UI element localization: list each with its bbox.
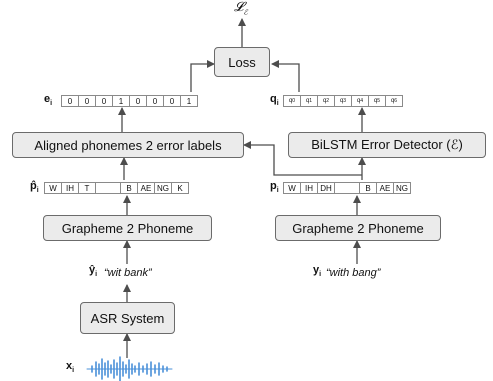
asr-hypothesis-text: “wit bank” (104, 267, 152, 279)
phat-label-sub: i (36, 187, 39, 195)
aligned-phonemes-box: Aligned phonemes 2 error labels (12, 132, 244, 158)
e-label-sub: i (50, 100, 53, 108)
phat-label-main: p̂ (30, 180, 37, 192)
loss-box-label: Loss (228, 54, 256, 70)
asr-box: ASR System (80, 302, 175, 334)
p-label: pi (270, 180, 279, 194)
e-cell: 1 (180, 95, 198, 107)
x-label: xi (66, 360, 74, 374)
phat-label: p̂i (30, 180, 39, 194)
p-label-main: p (270, 180, 277, 192)
q-label-sub: i (276, 100, 279, 108)
arrow-q-to-loss (271, 60, 300, 92)
p-cell: AE (376, 182, 394, 194)
g2p-left-label: Grapheme 2 Phoneme (61, 220, 194, 236)
e-cell: 0 (129, 95, 147, 107)
reference-text: “with bang” (326, 267, 381, 279)
loss-symbol: 𝓛ℰ (234, 0, 248, 17)
x-label-sub: i (72, 367, 75, 375)
p-label-sub: i (276, 187, 279, 195)
aligned-phonemes-label: Aligned phonemes 2 error labels (34, 137, 222, 153)
q-label-main: q (270, 93, 277, 105)
p-cell (334, 182, 360, 194)
e-label: ei (44, 93, 52, 107)
p-cell: IH (300, 182, 318, 194)
bilstm-label: BiLSTM Error Detector (ℰ) (311, 137, 463, 152)
yhat-label: ŷi (89, 264, 97, 278)
yhat-label-main: ŷ (89, 264, 96, 276)
phat-cell (95, 182, 121, 194)
g2p-right-box: Grapheme 2 Phoneme (275, 215, 441, 241)
e-label-main: e (44, 93, 51, 105)
arrow-p-to-aligned (243, 141, 362, 176)
yhat-label-sub: i (95, 271, 98, 279)
phat-cell: B (120, 182, 138, 194)
arrow-e-to-loss (190, 60, 215, 92)
e-cell: 1 (112, 95, 130, 107)
phat-cell: T (78, 182, 96, 194)
e-cell: 0 (163, 95, 181, 107)
q-label: qi (270, 93, 279, 107)
p-cell: W (283, 182, 301, 194)
phat-cell: W (44, 182, 62, 194)
asr-label: ASR System (90, 310, 165, 326)
p-cell: NG (393, 182, 411, 194)
e-cell: 0 (61, 95, 79, 107)
loss-symbol-sub: ℰ (243, 8, 248, 17)
phat-cell: NG (154, 182, 172, 194)
g2p-left-box: Grapheme 2 Phoneme (43, 215, 212, 241)
phat-cell: K (171, 182, 189, 194)
phat-cell: IH (61, 182, 79, 194)
loss-box: Loss (214, 47, 270, 77)
bilstm-box: BiLSTM Error Detector (ℰ) (288, 132, 486, 158)
x-label-main: x (66, 360, 73, 372)
phat-cell: AE (137, 182, 155, 194)
g2p-right-label: Grapheme 2 Phoneme (292, 220, 424, 236)
loss-symbol-main: 𝓛 (234, 0, 244, 15)
y-label-sub: i (319, 271, 322, 279)
p-cell: DH (317, 182, 335, 194)
p-cell: B (359, 182, 377, 194)
e-cell: 0 (95, 95, 113, 107)
waveform-icon (86, 356, 173, 381)
y-label: yi (313, 264, 321, 278)
y-label-main: y (313, 264, 320, 276)
e-cell: 0 (78, 95, 96, 107)
e-cell: 0 (146, 95, 164, 107)
